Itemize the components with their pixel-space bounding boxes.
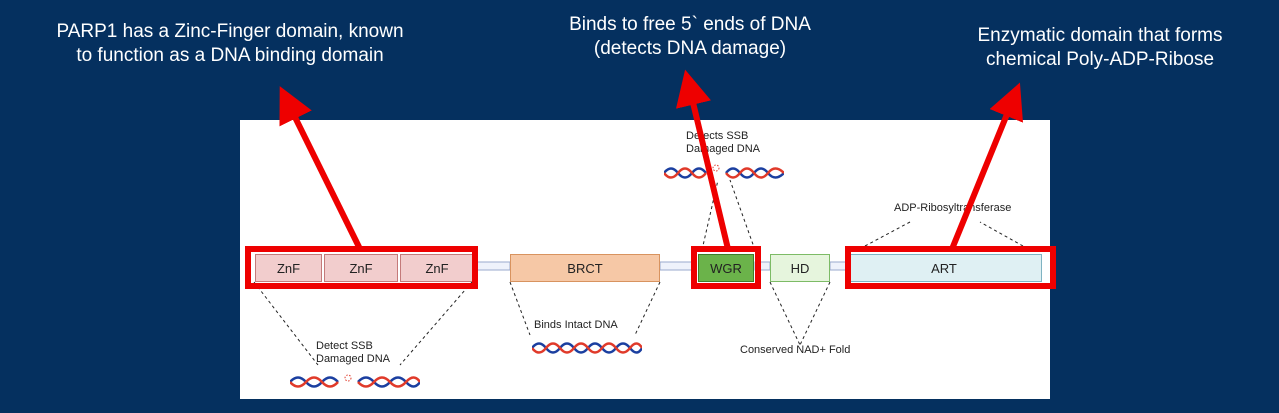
label-line: Detects SSB <box>686 130 749 142</box>
znf-dna-label: Detect SSB Damaged DNA <box>316 340 390 366</box>
brct-dna-label: Binds Intact DNA <box>534 319 618 331</box>
callout-line: Enzymatic domain that forms <box>977 25 1223 46</box>
callout-zinc-finger: PARP1 has a Zinc-Finger domain, known to… <box>10 20 450 68</box>
linker <box>475 261 511 271</box>
znf-domain-3: ZnF <box>400 254 474 282</box>
callout-line: PARP1 has a Zinc-Finger domain, known <box>56 21 404 42</box>
callout-line: to function as a DNA binding domain <box>76 45 384 66</box>
label-line: Damaged DNA <box>316 353 390 365</box>
linker <box>829 261 847 271</box>
linker <box>754 261 771 271</box>
dna-helix-icon <box>532 342 642 354</box>
callout-line: (detects DNA damage) <box>593 38 787 59</box>
callout-art: Enzymatic domain that forms chemical Pol… <box>920 24 1279 72</box>
znf-domain-1: ZnF <box>255 254 322 282</box>
znf-domain-2: ZnF <box>324 254 398 282</box>
label-line: Damaged DNA <box>686 143 760 155</box>
brct-domain: BRCT <box>510 254 660 282</box>
hd-fold-label: Conserved NAD+ Fold <box>740 344 851 356</box>
damaged-dna-helix-icon <box>290 374 420 388</box>
parp1-domain-diagram: ZnF ZnF ZnF BRCT WGR HD ART Detect SSB D… <box>240 120 1050 399</box>
linker <box>659 261 695 271</box>
callout-line: chemical Poly-ADP-Ribose <box>985 49 1215 70</box>
damaged-dna-helix-icon <box>664 164 784 179</box>
hd-domain: HD <box>770 254 830 282</box>
callout-line: Binds to free 5` ends of DNA <box>569 14 811 35</box>
wgr-domain: WGR <box>698 254 754 282</box>
wgr-dna-label: Detects SSB Damaged DNA <box>686 130 760 156</box>
art-function-label: ADP-Ribosyltransferase <box>894 202 1012 214</box>
diagram-lines <box>253 179 1024 366</box>
callout-wgr: Binds to free 5` ends of DNA (detects DN… <box>520 13 860 61</box>
label-line: Detect SSB <box>316 340 373 352</box>
art-domain: ART <box>846 254 1042 282</box>
